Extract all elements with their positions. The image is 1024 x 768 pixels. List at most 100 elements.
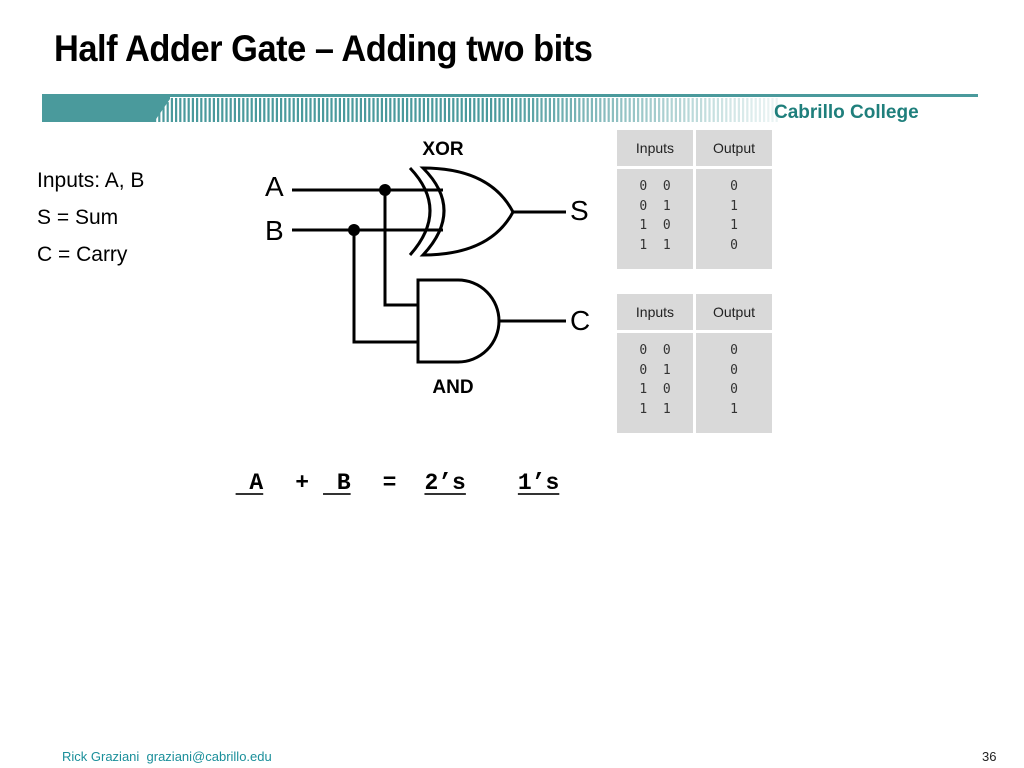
banner-stripe — [208, 98, 211, 122]
xor-label: XOR — [422, 139, 463, 160]
banner-stripe — [322, 98, 325, 122]
banner-stripe — [460, 98, 463, 122]
banner-stripe — [502, 98, 505, 122]
college-logo-text: Cabrillo College — [774, 102, 919, 123]
wire-b-to-and — [352, 230, 418, 344]
banner-stripe — [162, 107, 165, 122]
banner-stripe — [389, 98, 392, 122]
page-number: 36 — [982, 749, 997, 764]
banner-stripe — [511, 98, 514, 122]
banner-stripe — [725, 98, 728, 122]
banner-stripe — [435, 98, 438, 122]
banner-stripe — [469, 98, 472, 122]
banner-stripe — [658, 98, 661, 122]
xor-row-inputs: 1 1 — [639, 237, 671, 253]
banner-stripe — [443, 98, 446, 122]
banner-stripe — [506, 98, 509, 122]
banner-stripe — [221, 98, 224, 122]
xor-gate-body — [419, 166, 515, 257]
banner-stripe — [586, 98, 589, 122]
banner-stripe — [750, 98, 753, 122]
banner-stripe — [695, 98, 698, 122]
and-inputs-column: 0 0 0 1 1 0 1 1 — [617, 333, 693, 433]
banner-stripe — [166, 102, 169, 122]
banner-stripe — [733, 98, 736, 122]
banner-stripe — [498, 98, 501, 122]
banner-stripe — [704, 98, 707, 122]
banner-stripe — [754, 98, 757, 122]
banner-stripe — [746, 98, 749, 122]
xor-gate-back-curve — [408, 166, 432, 256]
banner-stripe — [309, 98, 312, 122]
banner-stripe — [179, 98, 182, 122]
slide-title: Half Adder Gate – Adding two bits — [54, 28, 593, 69]
banner-stripe — [716, 98, 719, 122]
banner-stripe — [427, 98, 430, 122]
banner-stripe — [250, 98, 253, 122]
banner-stripe — [641, 98, 644, 122]
banner-stripe — [452, 98, 455, 122]
banner-stripe — [410, 98, 413, 122]
input-a-label: A — [265, 171, 284, 202]
and-truth-table: Inputs Output 0 0 0 1 1 0 1 1 0 0 0 1 — [617, 294, 772, 434]
banner-stripe — [305, 98, 308, 122]
bullet-carry: C = Carry — [37, 243, 128, 266]
banner-stripe — [393, 98, 396, 122]
banner-stripe — [595, 98, 598, 122]
banner-stripe — [242, 98, 245, 122]
banner-stripe — [254, 98, 257, 122]
banner-stripe — [679, 98, 682, 122]
equation-b: B — [323, 470, 351, 496]
banner-stripe — [364, 98, 367, 122]
banner-stripes — [154, 98, 778, 122]
banner-stripe — [301, 98, 304, 122]
banner-stripe — [767, 98, 770, 122]
banner-stripe — [355, 98, 358, 122]
banner-stripe — [611, 98, 614, 122]
xor-output-column: 0 1 1 0 — [696, 169, 772, 269]
xor-row-output: 1 — [730, 198, 738, 214]
and-label: AND — [432, 377, 473, 398]
banner-stripe — [590, 98, 593, 122]
banner-stripe — [687, 98, 690, 122]
bullet-list: Inputs: A, B S = Sum C = Carry — [37, 162, 144, 273]
banner-stripe — [326, 98, 329, 122]
and-output-column: 0 0 0 1 — [696, 333, 772, 433]
xor-truth-table: Inputs Output 0 0 0 1 1 0 1 1 0 1 1 0 — [617, 130, 772, 270]
banner-stripe — [158, 112, 161, 122]
banner-stripe — [729, 98, 732, 122]
banner-stripe — [662, 98, 665, 122]
and-row-inputs: 1 1 — [639, 401, 671, 417]
banner-stripe — [712, 98, 715, 122]
banner-stripe — [187, 98, 190, 122]
banner-stripe — [557, 98, 560, 122]
and-row-output: 0 — [730, 343, 738, 358]
banner-stripe — [233, 98, 236, 122]
header-banner — [42, 94, 978, 122]
junction-dot-a — [379, 184, 391, 196]
banner-stripe — [204, 98, 207, 122]
banner-stripe — [569, 98, 572, 122]
banner-stripe — [183, 98, 186, 122]
banner-stripe — [280, 98, 283, 122]
banner-stripe — [527, 98, 530, 122]
banner-stripe — [317, 98, 320, 122]
banner-stripe — [347, 98, 350, 122]
bullet-sum: S = Sum — [37, 206, 119, 229]
banner-stripe — [742, 98, 745, 122]
banner-stripe — [414, 98, 417, 122]
banner-stripe — [238, 98, 241, 122]
and-row-inputs: 0 0 — [639, 343, 671, 358]
banner-stripe — [708, 98, 711, 122]
banner-stripe — [758, 98, 761, 122]
banner-stripe — [548, 98, 551, 122]
and-row-inputs: 1 0 — [639, 382, 671, 397]
banner-stripe — [217, 98, 220, 122]
equation-twos: 2’s — [424, 470, 466, 496]
banner-stripe — [275, 98, 278, 122]
banner-stripe — [691, 98, 694, 122]
banner-stripe — [359, 98, 362, 122]
xor-row-output: 0 — [730, 237, 738, 253]
and-row-output: 0 — [730, 362, 738, 378]
